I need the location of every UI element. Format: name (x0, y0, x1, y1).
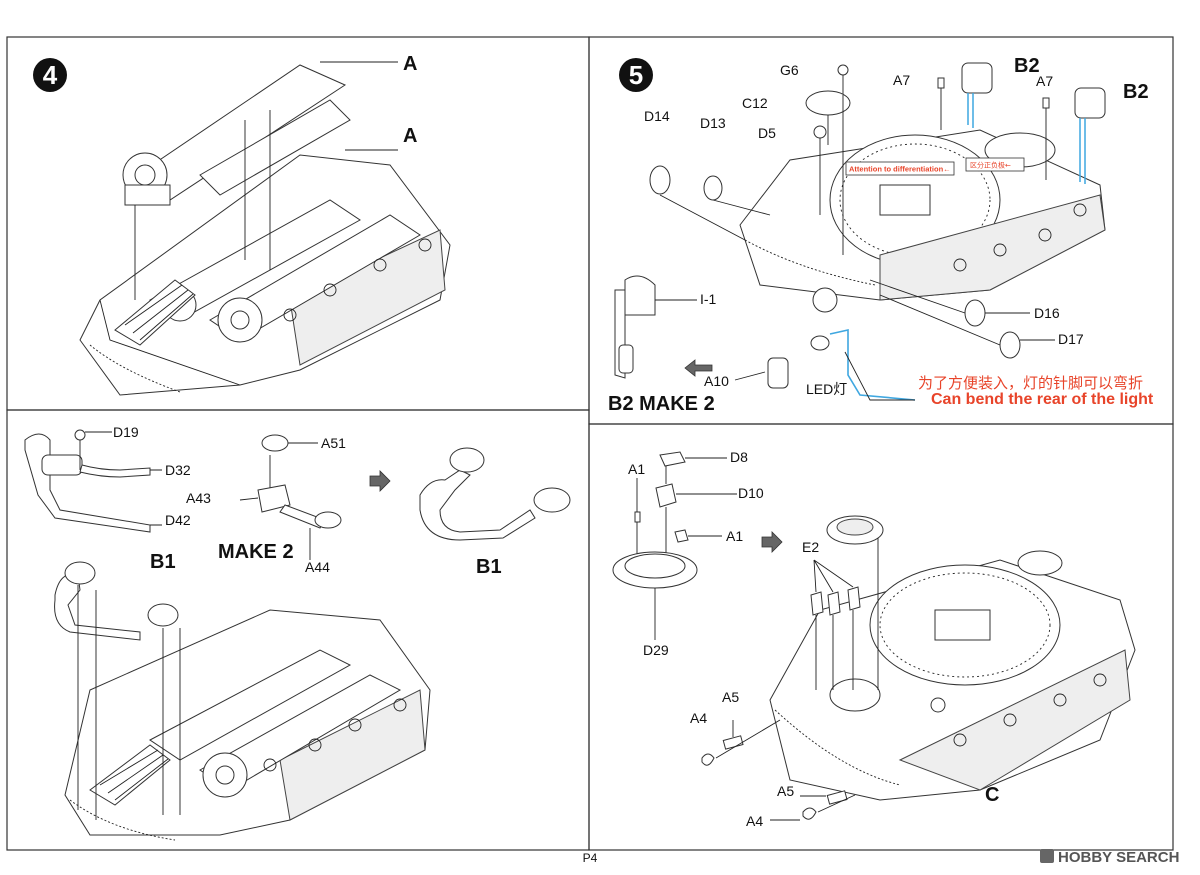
step-number: 4 (43, 60, 58, 90)
part-label-d19: D19 (113, 424, 139, 440)
part-callouts (614, 62, 1106, 401)
attention-en: Attention to differentiation← (849, 165, 951, 174)
pipe-assembly (24, 429, 162, 533)
b1-assembly-installed (54, 561, 181, 820)
make-label: B2 MAKE 2 (608, 393, 715, 415)
attention-box-cn (965, 157, 1025, 172)
cupola-part (826, 515, 884, 690)
part-label-d42: D42 (165, 512, 191, 528)
part-label-a: A (403, 125, 417, 147)
part-label-a5: A5 (722, 689, 739, 705)
page-number: P4 (583, 851, 598, 865)
part-label-led: LED灯 (806, 381, 847, 397)
step-badge (619, 58, 653, 92)
part-label-b1: B1 (150, 551, 176, 573)
arrow-right-icon (369, 470, 391, 492)
part-label-a: A (403, 53, 417, 75)
hull-drawing (64, 609, 431, 841)
part-label-b2: B2 (1123, 81, 1149, 103)
sub-assembly-label-c: C (985, 784, 999, 806)
attention-cn: 区分正负极← (970, 161, 1011, 170)
step5-panel: 5 (608, 55, 1154, 415)
part-label-a51: A51 (321, 435, 346, 451)
part-label-d10: D10 (738, 485, 764, 501)
part-label-b2: B2 (1014, 55, 1040, 77)
c-panel: D8 D10 A1 A1 D29 (612, 449, 1136, 829)
part-label-a7: A7 (1036, 73, 1053, 89)
step-badge (33, 58, 67, 92)
part-label-a44: A44 (305, 559, 330, 575)
part-label-c12: C12 (742, 95, 768, 111)
part-label-a4: A4 (746, 813, 763, 829)
part-label-d16: D16 (1034, 305, 1060, 321)
hull-drawing (769, 550, 1136, 801)
light-part-icon (239, 434, 342, 560)
make-2-label: MAKE 2 (218, 541, 294, 563)
part-label-a1: A1 (628, 461, 645, 477)
part-label-a7: A7 (893, 72, 910, 88)
part-label-a4: A4 (690, 710, 707, 726)
arrow-left-icon (684, 359, 713, 377)
note-cn: 为了方便装入，灯的针脚可以弯折 (918, 374, 1143, 392)
part-label-b1: B1 (476, 556, 502, 578)
attention-box (845, 161, 955, 176)
small-turret-parts (612, 451, 737, 640)
part-label-d5: D5 (758, 125, 776, 141)
arrow-right-icon (761, 531, 783, 553)
b1-assembly (419, 447, 571, 541)
step4-panel: 4 (33, 53, 451, 396)
part-label-a10: A10 (704, 373, 729, 389)
part-label-g6: G6 (780, 62, 799, 78)
part-label-a1: A1 (726, 528, 743, 544)
part-label-d8: D8 (730, 449, 748, 465)
part-label-d17: D17 (1058, 331, 1084, 347)
e2-parts (810, 559, 861, 690)
part-label-a5: A5 (777, 783, 794, 799)
part-label-d14: D14 (644, 108, 670, 124)
hull-drawing (739, 129, 1106, 313)
panel-frames (6, 36, 1174, 851)
part-label-d32: D32 (165, 462, 191, 478)
small-hooks (701, 719, 856, 821)
part-label-i1: I-1 (700, 291, 717, 307)
hull-drawing (79, 154, 451, 396)
step-number: 5 (629, 60, 643, 90)
part-label-e2: E2 (802, 539, 819, 555)
sub-assembly-a (122, 61, 398, 300)
part-label-d29: D29 (643, 642, 669, 658)
part-label-d13: D13 (700, 115, 726, 131)
note-en: Can bend the rear of the light (931, 391, 1154, 408)
b1-panel: D19 D32 D42 A51 A43 MAKE 2 A44 B1 (24, 424, 571, 841)
part-label-a43: A43 (186, 490, 211, 506)
watermark-text: HOBBY SEARCH (1058, 849, 1179, 866)
watermark: HOBBY SEARCH (1040, 849, 1179, 866)
